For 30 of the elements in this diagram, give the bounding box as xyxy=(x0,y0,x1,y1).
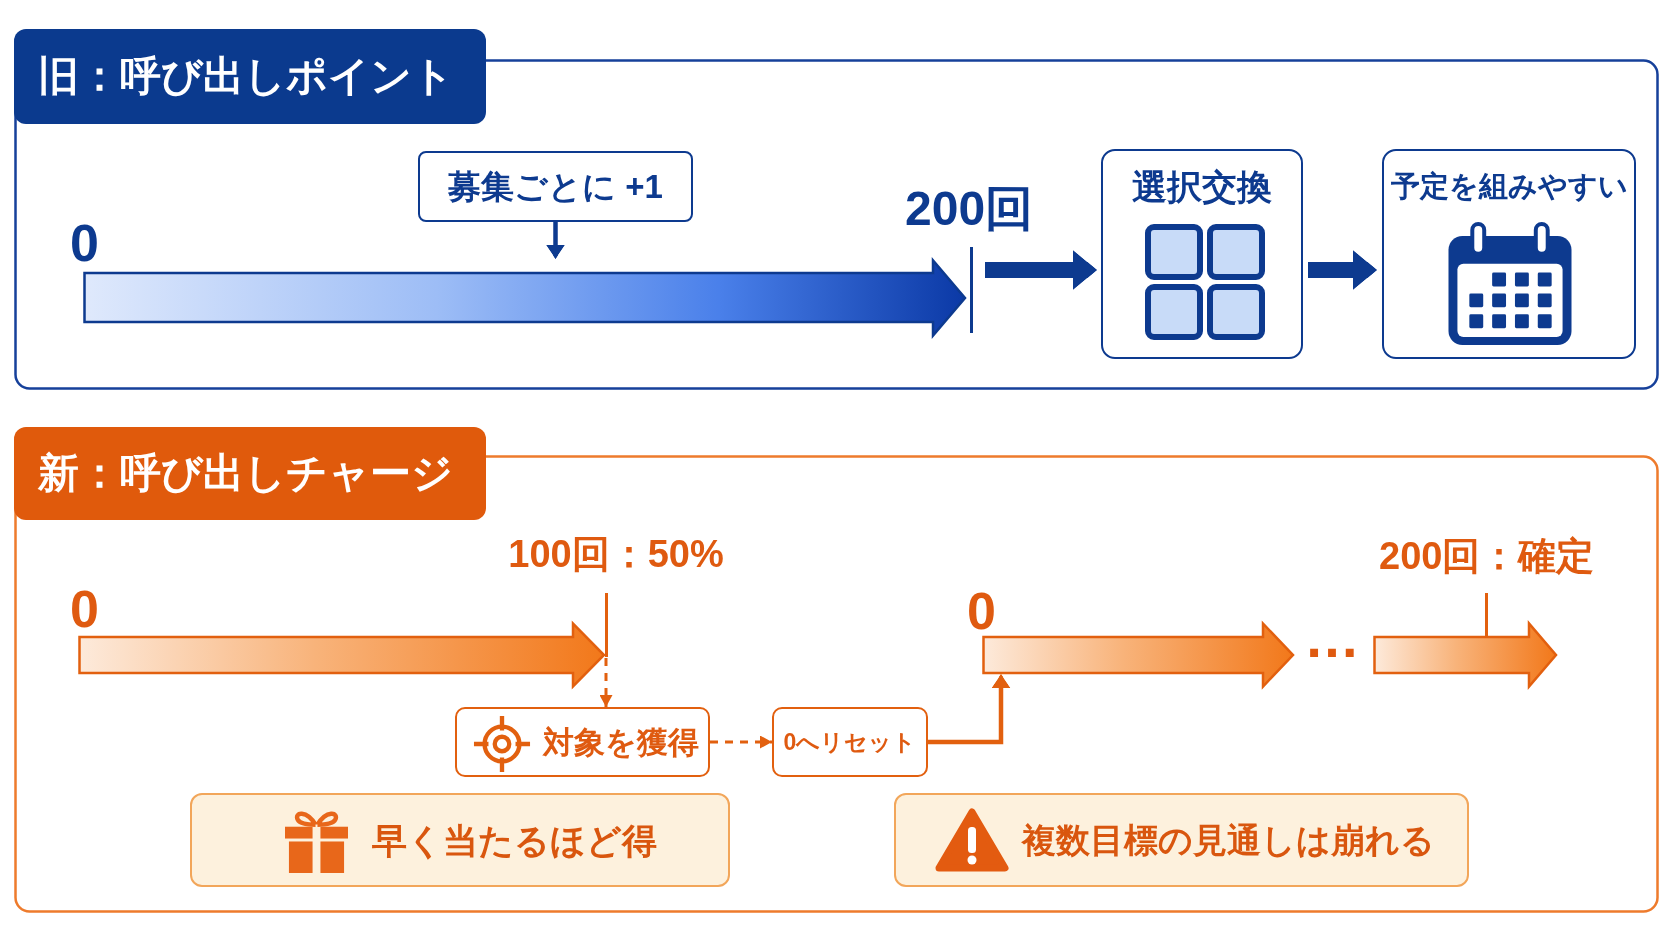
scale-label: 100回：50% xyxy=(508,535,724,573)
callout-box: 募集ごとに +1 xyxy=(418,151,693,222)
scale-label: 0 xyxy=(70,583,99,635)
step-box xyxy=(455,707,710,777)
step-card xyxy=(1101,149,1303,359)
heading-tab: 旧：呼び出しポイント xyxy=(14,29,486,124)
dashed-arrow xyxy=(599,658,613,707)
dashed-arrow xyxy=(710,735,772,749)
arrow xyxy=(546,222,565,259)
scale-label: 200回 xyxy=(905,185,1034,233)
card-title: 予定を組みやすい xyxy=(1389,172,1629,201)
ellipsis: … xyxy=(1304,610,1360,666)
block-arrow xyxy=(985,250,1097,290)
scale-label: 200回：確定 xyxy=(1379,537,1595,575)
heading-tab: 新：呼び出しチャージ xyxy=(14,427,486,520)
box-label: 対象を獲得 xyxy=(543,726,699,758)
panel xyxy=(14,29,1659,390)
arrow xyxy=(928,674,1011,745)
timeline-arrow xyxy=(1373,622,1558,688)
note-box xyxy=(190,793,730,887)
step-card xyxy=(1382,149,1636,359)
scale-label: 0 xyxy=(967,585,996,637)
note-text: 早く当たるほど得 xyxy=(372,822,657,858)
panel xyxy=(14,427,1659,913)
scale-label: 0 xyxy=(70,217,99,269)
block-arrow xyxy=(1308,250,1377,290)
note-text: 複数目標の見通しは崩れる xyxy=(1022,823,1435,857)
note-box xyxy=(894,793,1469,887)
step-box: 0へリセット xyxy=(772,707,928,777)
card-title: 選択交換 xyxy=(1131,169,1273,204)
